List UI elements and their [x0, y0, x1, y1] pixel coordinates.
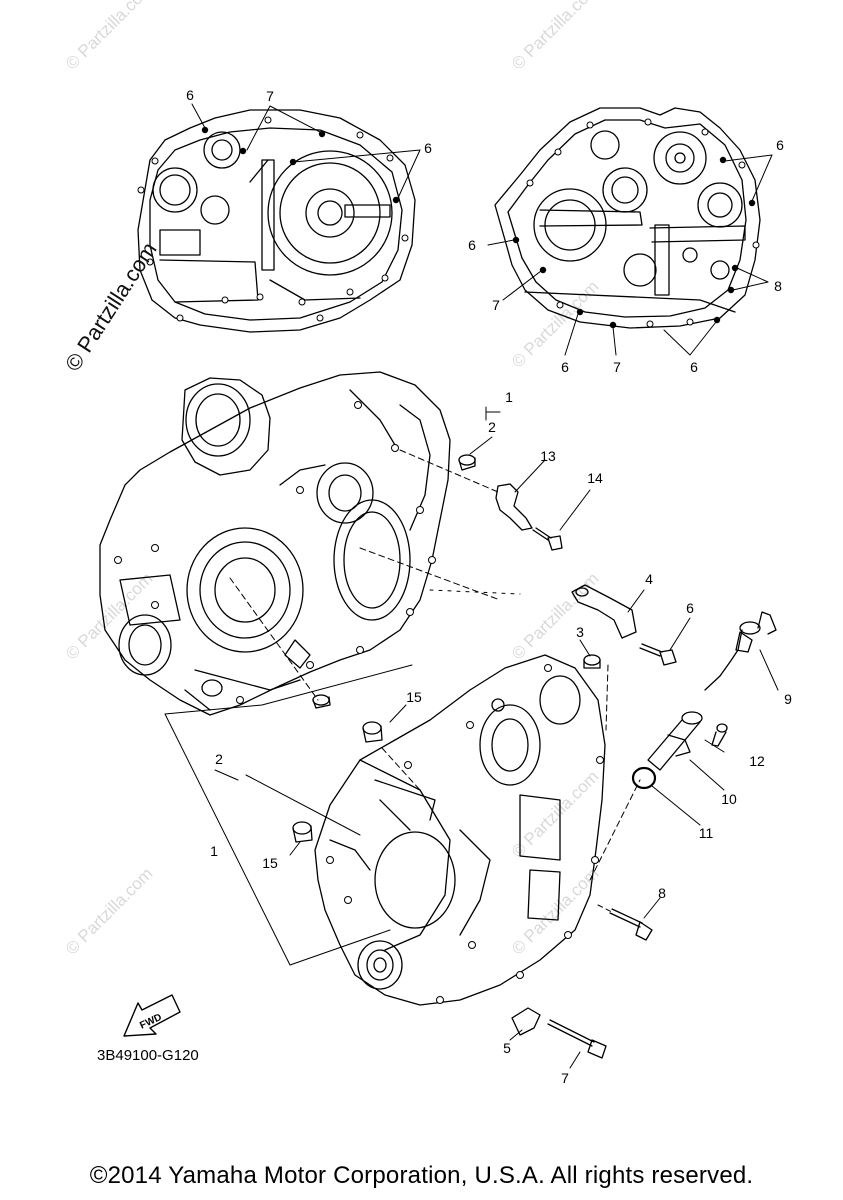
callout-label: 7	[492, 297, 500, 313]
fwd-arrow-icon	[123, 994, 181, 1037]
bolt-markers-right	[512, 156, 756, 329]
callout-label: 11	[699, 825, 714, 841]
dowel-pin-2-lower	[312, 694, 331, 709]
callout-label: 3	[576, 624, 584, 640]
callout-label: 5	[503, 1040, 511, 1056]
crankcase-left-inner-view	[137, 109, 416, 333]
callout-label: 13	[540, 448, 556, 464]
callout-label: 7	[613, 359, 621, 375]
o-ring-11	[631, 766, 657, 790]
callout-label: 6	[424, 140, 432, 156]
callout-label: 10	[721, 791, 737, 807]
callout-label: 6	[776, 137, 784, 153]
callout-label: 6	[686, 600, 694, 616]
leader-lines	[164, 103, 779, 1069]
dowel-pin-15-lower	[292, 821, 313, 843]
dipstick-9	[704, 611, 777, 691]
callout-label: 6	[690, 359, 698, 375]
dowel-pin-3	[583, 654, 601, 669]
callout-label: 4	[645, 571, 653, 587]
bolt-markers-left	[201, 126, 400, 204]
plate-4	[571, 584, 637, 639]
callout-label: 2	[488, 419, 496, 435]
callout-label: 14	[587, 470, 603, 486]
copyright-notice: ©2014 Yamaha Motor Corporation, U.S.A. A…	[89, 1162, 754, 1189]
bolt-14	[532, 527, 563, 551]
callout-label: 1	[505, 389, 513, 405]
bolt-8	[609, 908, 653, 941]
callout-label: 6	[468, 237, 476, 253]
callout-label: 15	[406, 689, 422, 705]
callout-label: 6	[186, 87, 194, 103]
callout-label: 7	[561, 1070, 569, 1086]
callout-label: 1	[210, 843, 218, 859]
bolt-6	[639, 643, 677, 666]
bolt-12	[711, 723, 728, 747]
diagram-code: 3B49100-G120	[97, 1047, 199, 1064]
clamp-5	[511, 1007, 541, 1036]
oil-filler-pipe-10	[647, 711, 703, 771]
callout-label: 2	[215, 751, 223, 767]
crankcase-left-half	[99, 371, 451, 716]
callout-label: 15	[262, 855, 278, 871]
callout-label: 12	[749, 753, 765, 769]
dowel-pin-15-upper	[362, 721, 383, 743]
dowel-pin-2-upper	[458, 454, 476, 471]
callout-label: 8	[774, 278, 782, 294]
bracket-13	[495, 483, 533, 531]
callout-label: 8	[658, 885, 666, 901]
crankcase-right-inner-view	[494, 107, 761, 329]
callout-label: 6	[561, 359, 569, 375]
bolt-7	[547, 1019, 607, 1059]
crankcase-right-half	[314, 654, 606, 1006]
callout-label: 7	[266, 88, 274, 104]
callout-label: 9	[784, 691, 792, 707]
